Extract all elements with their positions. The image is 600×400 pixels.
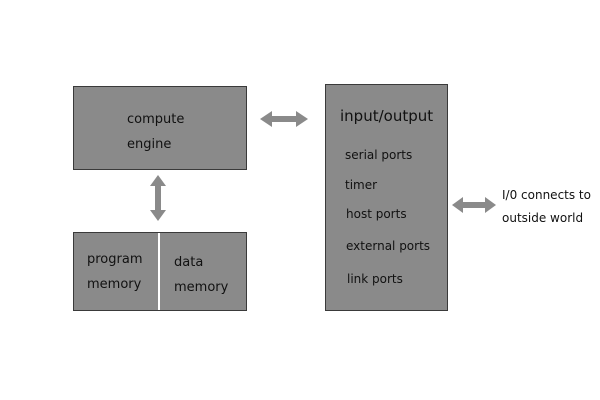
io-item-link-ports: link ports [347, 272, 403, 286]
io-title: input/output [340, 107, 434, 125]
io-item-host-ports: host ports [346, 207, 407, 221]
compute-engine-label-line1: compute [127, 112, 185, 127]
compute-io-arrow [260, 111, 308, 127]
compute-engine-label-line2: engine [127, 137, 172, 152]
io-outside-arrow [452, 197, 496, 213]
compute-engine-box: compute engine [73, 86, 247, 170]
io-box: input/output serial ports timer host por… [325, 84, 448, 311]
data-memory-label-line2: memory [174, 280, 229, 295]
program-memory-label-line1: program [87, 252, 143, 267]
outside-label-line2: outside world [502, 211, 584, 225]
memory-box: program memory data memory [73, 232, 247, 311]
io-item-serial-ports: serial ports [345, 148, 413, 162]
compute-memory-arrow [150, 175, 166, 221]
program-memory-label-line2: memory [87, 277, 142, 292]
data-memory-label-line1: data [174, 255, 204, 270]
io-item-timer: timer [345, 178, 378, 192]
io-item-external-ports: external ports [346, 239, 431, 253]
outside-label-line1: I/0 connects to [502, 188, 591, 202]
memory-divider [158, 233, 160, 310]
